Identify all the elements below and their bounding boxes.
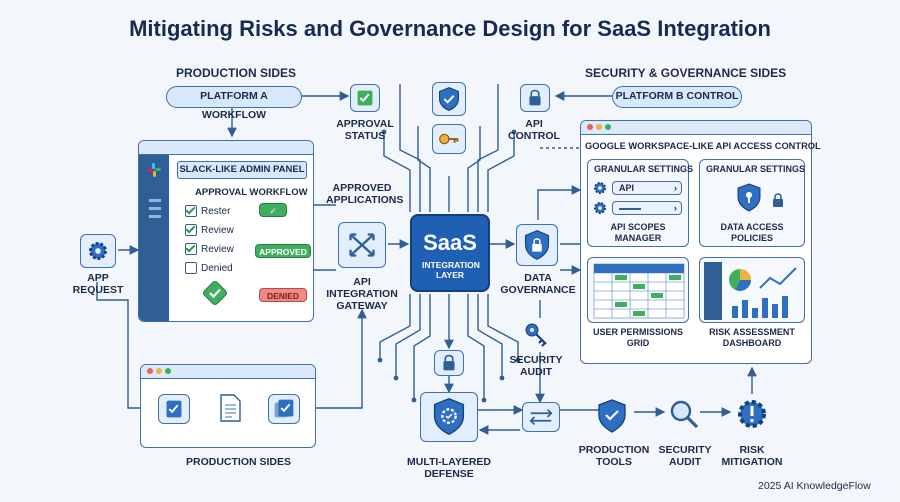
page-title: Mitigating Risks and Governance Design f… xyxy=(129,16,771,41)
risk-assessment-dashboard xyxy=(699,257,805,323)
approved-applications-label: APPROVED APPLICATIONS xyxy=(326,182,404,206)
saas-integration-layer[interactable]: SaaS INTEGRATION LAYER xyxy=(410,214,490,292)
chevron-right-icon: › xyxy=(674,183,677,193)
workflow-item-label: Rester xyxy=(201,205,231,217)
admin-panel-title: SLACK-LIKE ADMIN PANEL xyxy=(177,161,307,179)
data-access-card: GRANULAR SETTINGS DATA ACCESS POLICIES xyxy=(699,159,805,247)
chevron-right-icon: › xyxy=(674,203,677,213)
checkbox-checked[interactable] xyxy=(185,224,197,236)
workflow-item-label: Denied xyxy=(201,262,233,274)
approved-button[interactable]: APPROVED xyxy=(255,244,311,258)
checkbox-unchecked[interactable] xyxy=(185,262,197,274)
app-request-gear-icon[interactable] xyxy=(80,234,116,268)
platform-b-control-pill[interactable]: PLATFORM B CONTROL xyxy=(612,86,742,108)
settings-gear-icon xyxy=(592,200,608,216)
section-security-governance: SECURITY & GOVERNANCE SIDES xyxy=(585,66,787,80)
api-gateway-label: API INTEGRATION GATEWAY xyxy=(326,276,398,312)
workflow-item[interactable]: Review xyxy=(185,224,234,236)
section-production-sides-bottom: PRODUCTION SIDES xyxy=(186,456,292,468)
key-icon xyxy=(432,124,466,154)
check-button[interactable]: ✓ xyxy=(259,203,287,217)
multi-layered-defense-icon xyxy=(420,392,478,442)
api-field-text: API xyxy=(619,183,635,193)
approve-check-icon xyxy=(201,279,229,307)
google-workspace-panel: GOOGLE WORKSPACE-LIKE API ACCESS CONTROL… xyxy=(580,120,821,364)
document-icon xyxy=(216,392,244,424)
settings-gear-icon xyxy=(592,180,608,196)
network-switch-icon xyxy=(522,402,560,432)
admin-panel-sidebar xyxy=(139,155,169,321)
api-field[interactable]: API › xyxy=(612,181,682,195)
api-gateway-icon[interactable] xyxy=(338,222,386,268)
security-audit-bottom-label: SECURITY AUDIT xyxy=(658,444,712,468)
data-governance-label: DATA GOVERNANCE xyxy=(500,272,576,296)
granular-settings-1-label: GRANULAR SETTINGS xyxy=(594,164,693,174)
lock-icon xyxy=(434,350,464,376)
app-request-label: APP REQUEST xyxy=(72,272,124,296)
user-permissions-label: USER PERMISSIONS GRID xyxy=(592,327,684,348)
shield-icon xyxy=(432,82,466,116)
sidebar-line xyxy=(149,215,161,218)
google-panel-titlebar xyxy=(581,121,811,135)
approval-status-label: APPROVAL STATUS xyxy=(336,118,394,142)
risk-dashboard-label: RISK ASSESSMENT DASHBOARD xyxy=(709,327,795,348)
denied-button[interactable]: DENIED xyxy=(259,288,307,302)
slack-admin-panel: SLACK-LIKE ADMIN PANEL APPROVAL WORKFLOW… xyxy=(138,140,314,322)
sidebar-line xyxy=(149,199,161,202)
workflow-item-label: Review xyxy=(201,224,234,236)
workflow-item[interactable]: Denied xyxy=(185,262,233,274)
data-governance-shield-icon xyxy=(516,224,558,266)
dashboard-chart-icon xyxy=(704,262,797,320)
checkbox-checked[interactable] xyxy=(185,205,197,217)
admin-panel-titlebar xyxy=(139,141,313,155)
security-audit-mid-label: SECURITY AUDIT xyxy=(509,354,563,378)
data-access-shield-icon xyxy=(734,182,764,214)
security-audit-magnifier-icon xyxy=(666,396,702,432)
production-tools-label: PRODUCTION TOOLS xyxy=(578,444,650,468)
scope-field[interactable]: › xyxy=(612,201,682,215)
security-audit-key-icon xyxy=(522,320,550,350)
bottom-panel-titlebar xyxy=(141,365,315,379)
footer-credit: 2025 AI KnowledgeFlow xyxy=(758,480,871,492)
checklist-icon xyxy=(158,394,190,424)
api-control-lock-icon xyxy=(520,84,550,112)
slack-logo-icon xyxy=(147,163,161,177)
sidebar-line xyxy=(149,207,161,210)
risk-mitigation-label: RISK MITIGATION xyxy=(721,444,783,468)
approval-workflow-title: APPROVAL WORKFLOW xyxy=(195,187,308,198)
user-permissions-grid xyxy=(587,257,689,323)
approved-doc-icon xyxy=(268,394,300,424)
saas-name: SaaS xyxy=(423,230,477,255)
production-tools-shield-icon xyxy=(592,396,632,436)
risk-mitigation-gear-icon xyxy=(732,394,772,434)
section-production-sides-top: PRODUCTION SIDES xyxy=(176,66,297,80)
workflow-item[interactable]: Review xyxy=(185,243,234,255)
api-control-label: API CONTROL xyxy=(508,118,560,142)
platform-a-workflow-pill[interactable]: PLATFORM A WORKFLOW xyxy=(166,86,302,121)
padlock-icon xyxy=(770,192,786,208)
granular-settings-2-label: GRANULAR SETTINGS xyxy=(706,164,805,174)
api-scopes-card: GRANULAR SETTINGS API › › API SCOPES MANA… xyxy=(587,159,693,247)
permissions-grid-icon xyxy=(593,263,685,319)
saas-sub: INTEGRATION LAYER xyxy=(422,260,480,280)
api-scopes-manager-label: API SCOPES MANAGER xyxy=(610,222,666,243)
multi-layered-defense-label: MULTI-LAYERED DEFENSE xyxy=(407,456,491,480)
data-access-policies-label: DATA ACCESS POLICIES xyxy=(720,222,784,243)
google-panel-title: GOOGLE WORKSPACE-LIKE API ACCESS CONTROL xyxy=(585,141,821,151)
approval-status-icon xyxy=(350,84,380,112)
checkbox-checked[interactable] xyxy=(185,243,197,255)
workflow-item[interactable]: Rester xyxy=(185,205,230,217)
workflow-item-label: Review xyxy=(201,243,234,255)
